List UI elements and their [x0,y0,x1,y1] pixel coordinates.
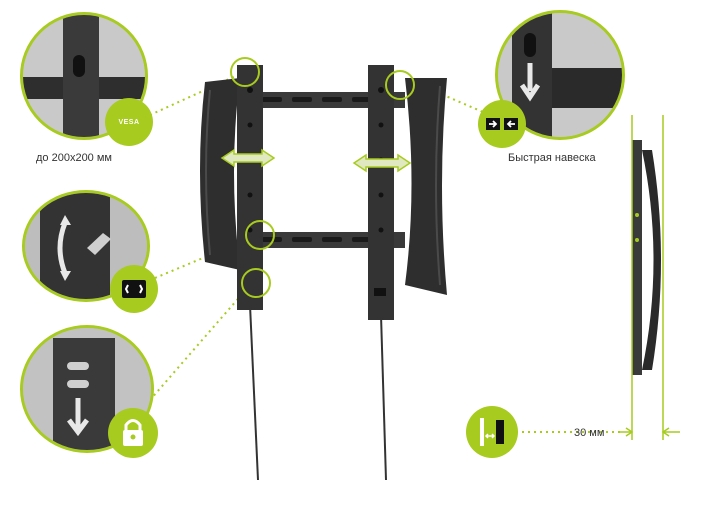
vesa-badge-icon: VESA [105,98,153,146]
left-arm [237,65,263,310]
side-profile [620,115,680,440]
detail-rings [230,57,415,298]
lock-icon [108,408,158,458]
quick-mount-label: Быстрая навеска [508,152,596,164]
vesa-badge-label: VESA [118,118,140,126]
quick-mount-arrows-icon [478,100,526,148]
slide-arrow-right [352,153,412,173]
wall-gap-icon [466,406,518,458]
right-side-plate [405,78,447,295]
left-side-plate [200,78,240,270]
vesa-size-label: до 200x200 мм [36,152,112,164]
wall-distance-label: 30 мм [574,427,605,439]
tilt-adjust-icon [110,265,158,313]
slide-arrow-left [220,148,276,168]
